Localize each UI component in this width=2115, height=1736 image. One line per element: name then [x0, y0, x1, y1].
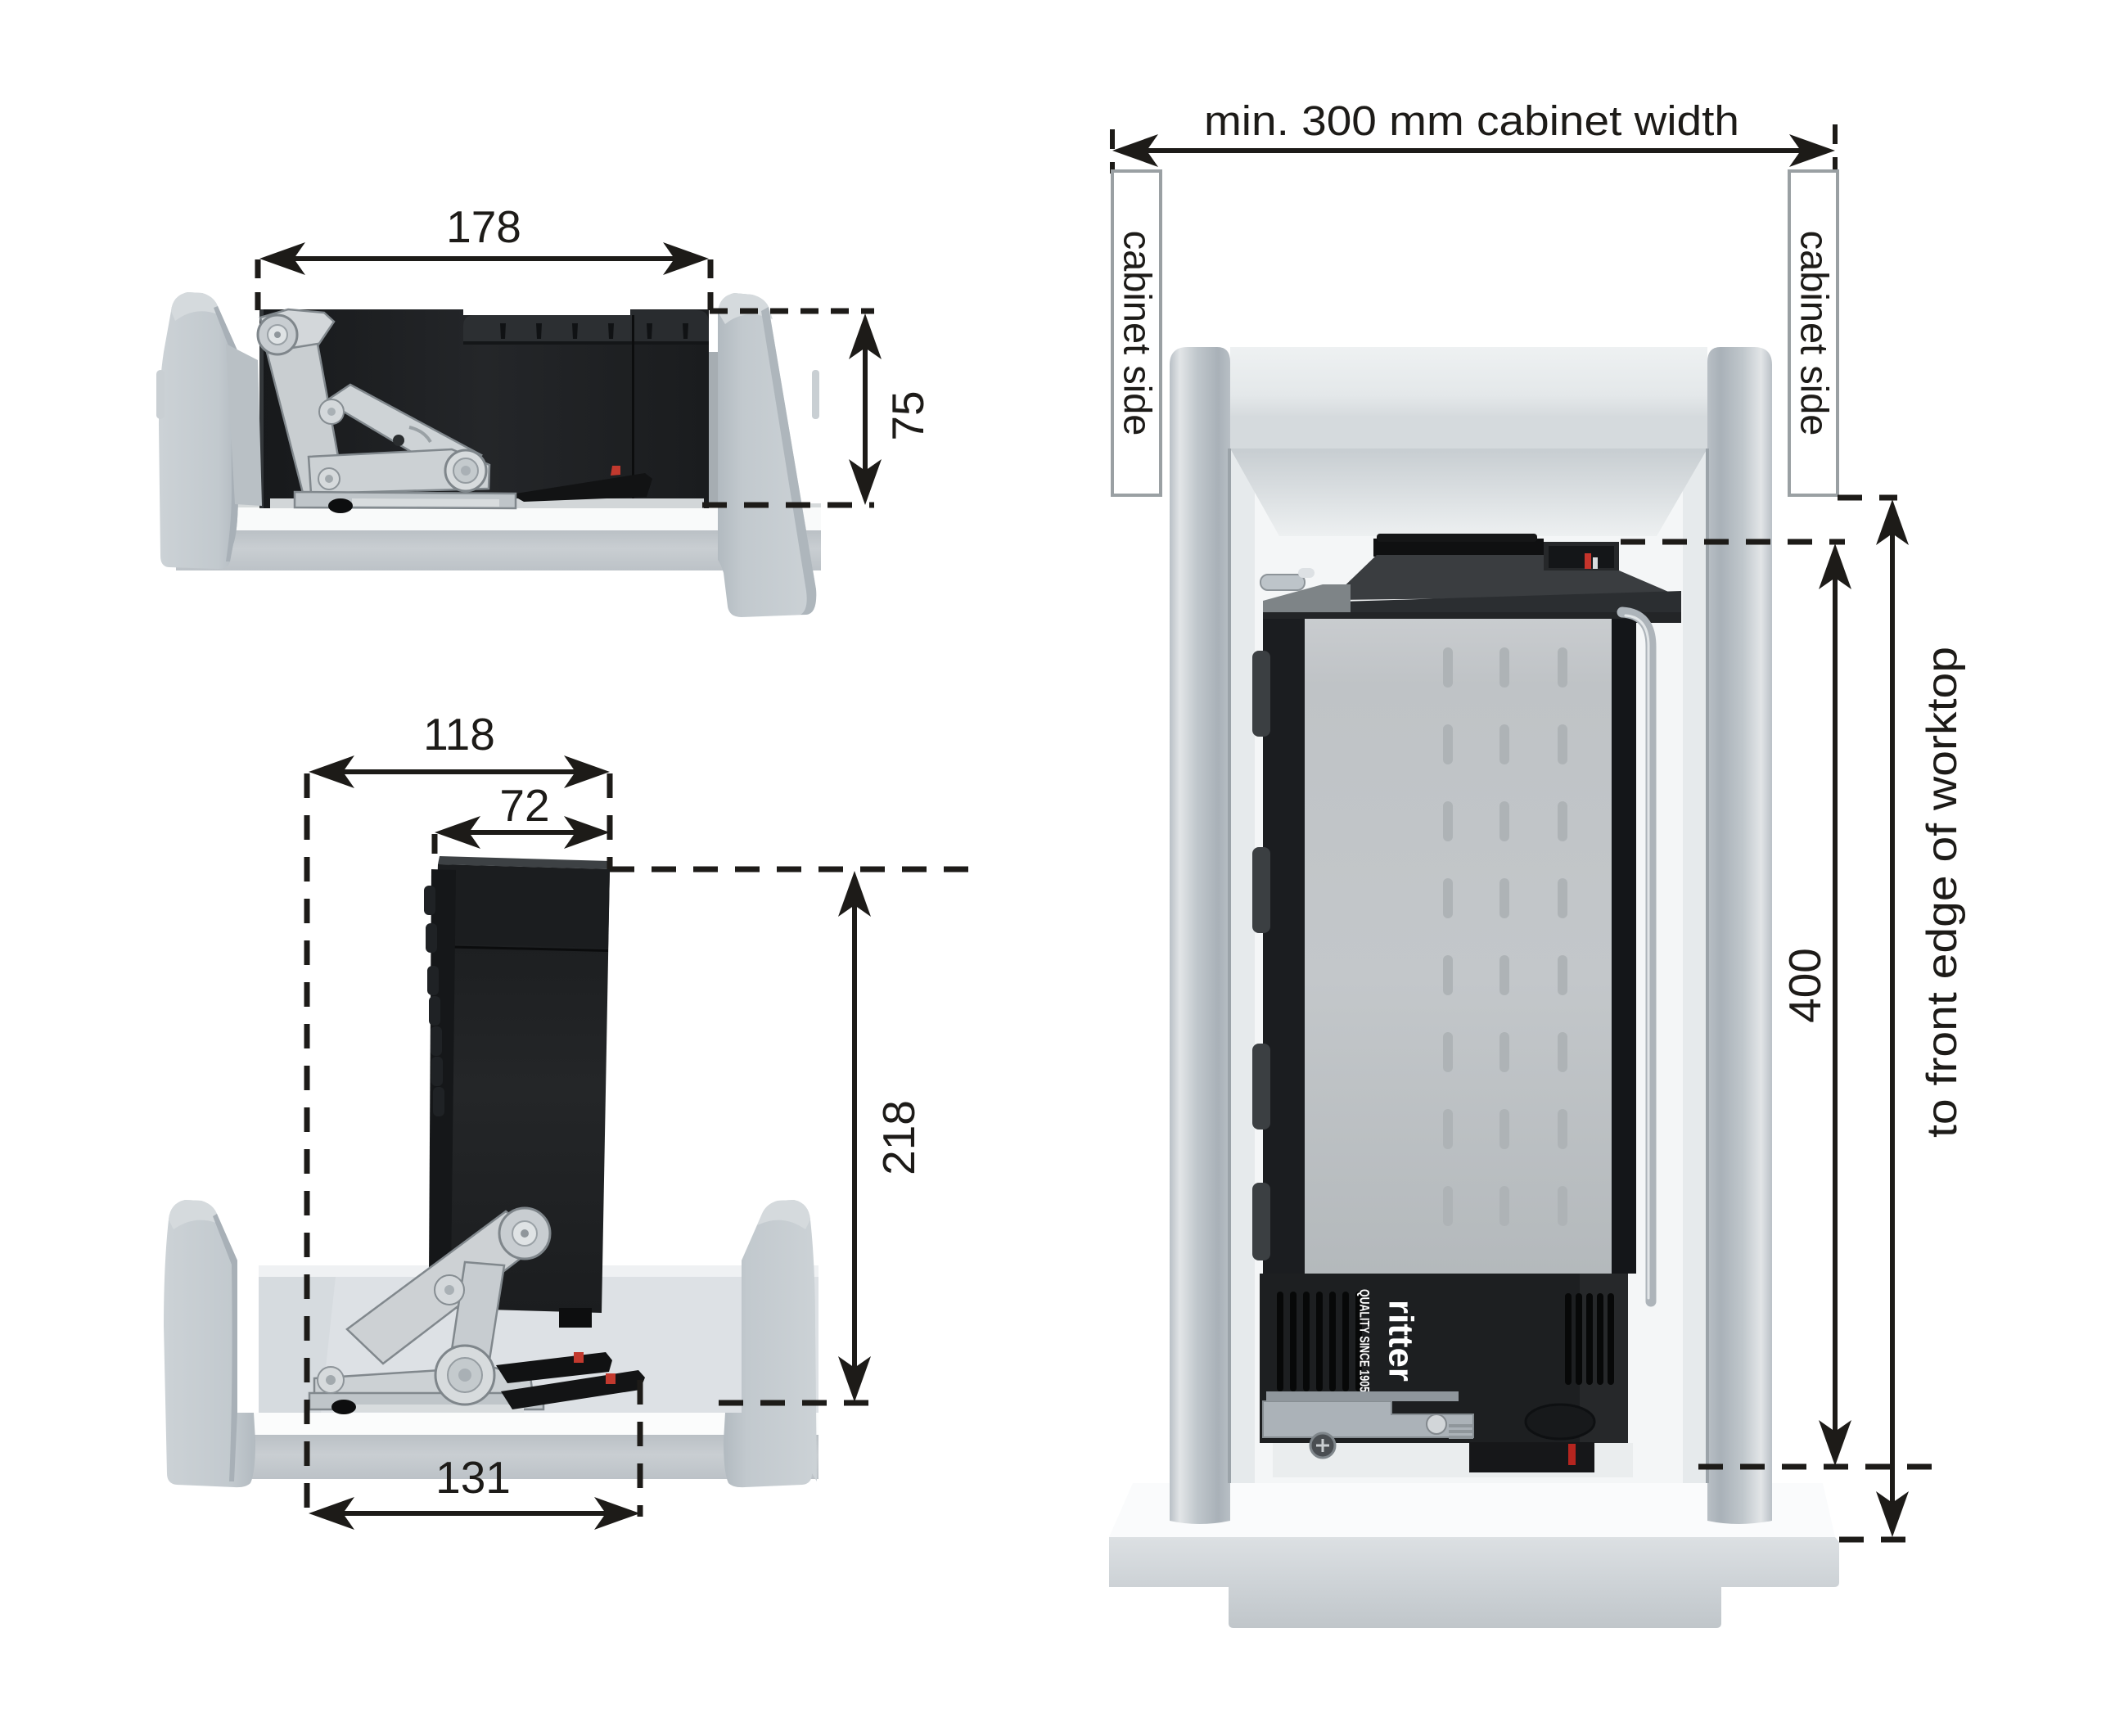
svg-text:ritter: ritter [1382, 1300, 1421, 1382]
svg-text:118: 118 [423, 709, 495, 760]
svg-text:to front edge of worktop: to front edge of worktop [1919, 647, 1966, 1138]
svg-text:75: 75 [882, 390, 933, 440]
svg-text:400: 400 [1779, 948, 1830, 1023]
svg-text:cabinet side: cabinet side [1116, 231, 1160, 436]
svg-text:QUALITY SINCE 1905: QUALITY SINCE 1905 [1357, 1289, 1373, 1392]
svg-text:131: 131 [435, 1452, 511, 1503]
svg-text:cabinet side: cabinet side [1793, 231, 1837, 436]
svg-text:72: 72 [499, 780, 549, 831]
svg-text:178: 178 [446, 201, 521, 252]
svg-text:min. 300 mm cabinet width: min. 300 mm cabinet width [1204, 97, 1739, 144]
svg-text:218: 218 [873, 1100, 924, 1175]
